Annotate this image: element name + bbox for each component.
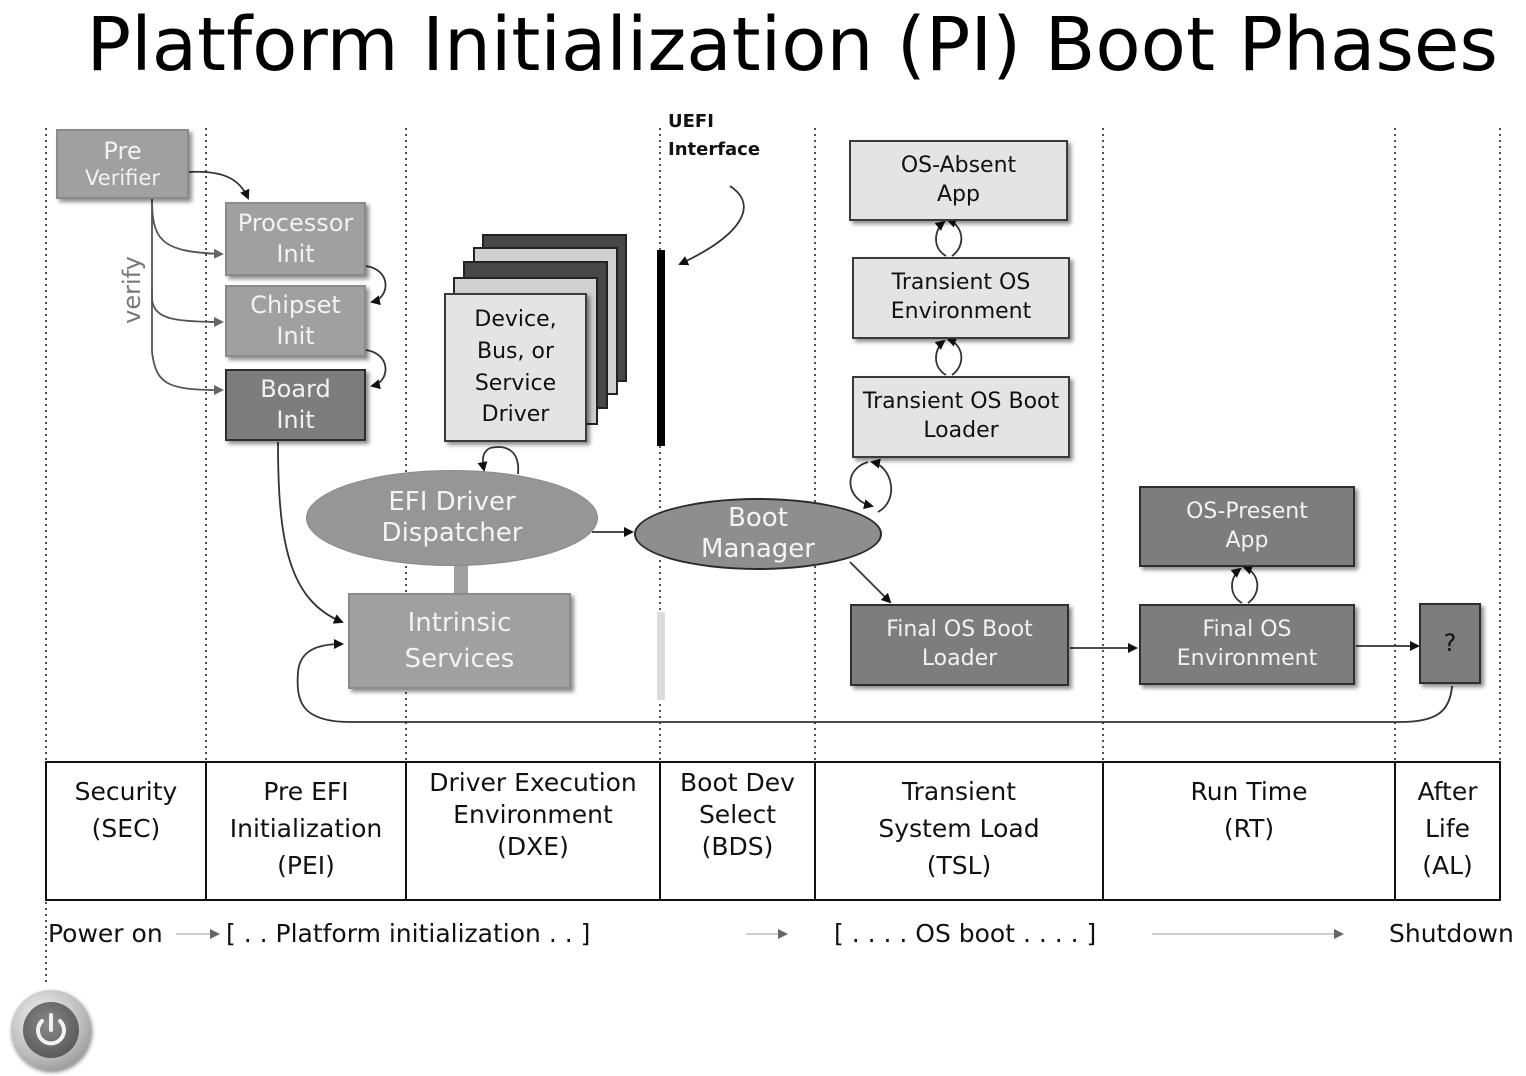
power-glyph-icon bbox=[36, 1013, 66, 1046]
transient-os-boot-loader-box: Transient OS Boot Loader bbox=[852, 376, 1070, 458]
uefi-interface-label: UEFI Interface bbox=[668, 111, 761, 160]
power-icon-inner bbox=[23, 1002, 79, 1058]
processor-init-box: Processor Init bbox=[225, 202, 366, 276]
intrinsic-services-box: Intrinsic Services bbox=[348, 593, 571, 689]
phase-al: After Life (AL) bbox=[1417, 777, 1478, 880]
boot-manager: Boot Manager bbox=[634, 498, 882, 570]
os-absent-app-box: OS-Absent App bbox=[849, 140, 1068, 221]
phase-tsl: Transient System Load (TSL) bbox=[878, 777, 1040, 880]
uefi-interface-bar bbox=[657, 250, 665, 446]
transient-os-environment-box: Transient OS Environment bbox=[852, 257, 1070, 339]
phase-pei: Pre EFI Initialization (PEI) bbox=[229, 777, 383, 880]
final-os-environment-box: Final OS Environment bbox=[1139, 604, 1355, 685]
timeline-platform-init: [ . . Platform initialization . . ] bbox=[226, 919, 591, 948]
phase-dxe: Driver Execution Environment (DXE) bbox=[429, 768, 637, 861]
efi-driver-dispatcher: EFI Driver Dispatcher bbox=[306, 470, 598, 566]
chipset-init-box: Chipset Init bbox=[225, 285, 366, 357]
phase-table-grid bbox=[45, 761, 1501, 901]
timeline-os-boot: [ . . . . OS boot . . . . ] bbox=[834, 919, 1097, 948]
timeline-shutdown: Shutdown bbox=[1389, 919, 1514, 948]
board-init-box: Board Init bbox=[225, 369, 366, 441]
page-title: Platform Initialization (PI) Boot Phases bbox=[86, 2, 1498, 88]
os-present-app-box: OS-Present App bbox=[1139, 486, 1355, 567]
timeline-power-on: Power on bbox=[48, 919, 163, 948]
phase-bds: Boot Dev Select (BDS) bbox=[680, 768, 795, 861]
verify-label: verify bbox=[118, 256, 146, 324]
device-driver-box: Device, Bus, or Service Driver bbox=[444, 293, 587, 442]
phase-rt: Run Time (RT) bbox=[1190, 777, 1308, 843]
after-life-box: ? bbox=[1419, 603, 1481, 684]
pre-verifier-box: Pre Verifier bbox=[56, 129, 189, 199]
power-icon[interactable] bbox=[11, 990, 91, 1070]
final-os-boot-loader-box: Final OS Boot Loader bbox=[850, 604, 1069, 686]
phase-sec: Security (SEC) bbox=[74, 777, 178, 843]
